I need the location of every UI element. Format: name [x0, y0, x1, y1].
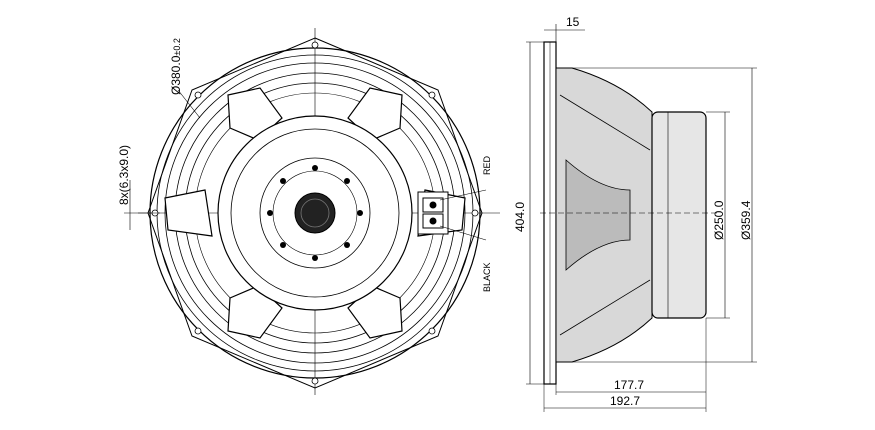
cone-profile	[565, 159, 631, 271]
red-leader	[439, 189, 487, 201]
motor-bolt	[344, 178, 350, 184]
black-leader	[439, 225, 487, 241]
overall-height-label: 404.0	[513, 202, 527, 232]
basket-diameter-label: Ø359.4	[739, 200, 753, 240]
basket-rim-3	[164, 62, 466, 364]
mounting-hole	[428, 327, 436, 335]
motor-bolt	[280, 242, 286, 248]
motor-bolt	[357, 210, 363, 216]
terminal-screw	[429, 201, 437, 209]
flange-thickness-label: 15	[566, 15, 580, 29]
mounting-hole	[428, 91, 436, 99]
dust-cap-vent-ring	[300, 198, 330, 228]
magnet-diameter-label: Ø250.0	[712, 200, 726, 240]
mounting-hole	[471, 209, 479, 217]
front-view: RED BLACK Ø380.0±0.2 8x(6.3x9.0)	[117, 28, 500, 395]
mounting-hole	[194, 91, 202, 99]
basket-rib-upper	[559, 94, 651, 151]
outer-diameter-label: Ø380.0±0.2	[169, 38, 183, 95]
mounting-hole	[194, 327, 202, 335]
terminal-screw	[429, 217, 437, 225]
motor-bolt	[312, 165, 318, 171]
side-view: 15 404.0 Ø250.0 Ø359.4 177.7 192.7	[513, 15, 757, 412]
depth-total-label: 192.7	[610, 394, 640, 408]
motor-bolt	[267, 210, 273, 216]
motor-plate-ring	[230, 128, 400, 298]
motor-bolts	[267, 165, 363, 261]
motor-bolt	[312, 255, 318, 261]
basket-rib-lower	[559, 279, 651, 336]
basket-spoke-left	[164, 189, 213, 237]
terminal-red-label: RED	[482, 155, 492, 175]
mounting-frame-octagon	[147, 37, 483, 389]
mounting-hole	[311, 41, 319, 49]
motor-bolt	[280, 178, 286, 184]
mounting-holes-label: 8x(6.3x9.0)	[117, 145, 131, 205]
depth-inner-label: 177.7	[614, 378, 644, 392]
terminal-black-label: BLACK	[482, 262, 492, 292]
magnet	[651, 111, 707, 319]
motor-bolt	[344, 242, 350, 248]
outer-diameter-leader	[177, 89, 201, 119]
mounting-hole	[311, 377, 319, 385]
motor-plate-ring-2	[259, 157, 371, 269]
